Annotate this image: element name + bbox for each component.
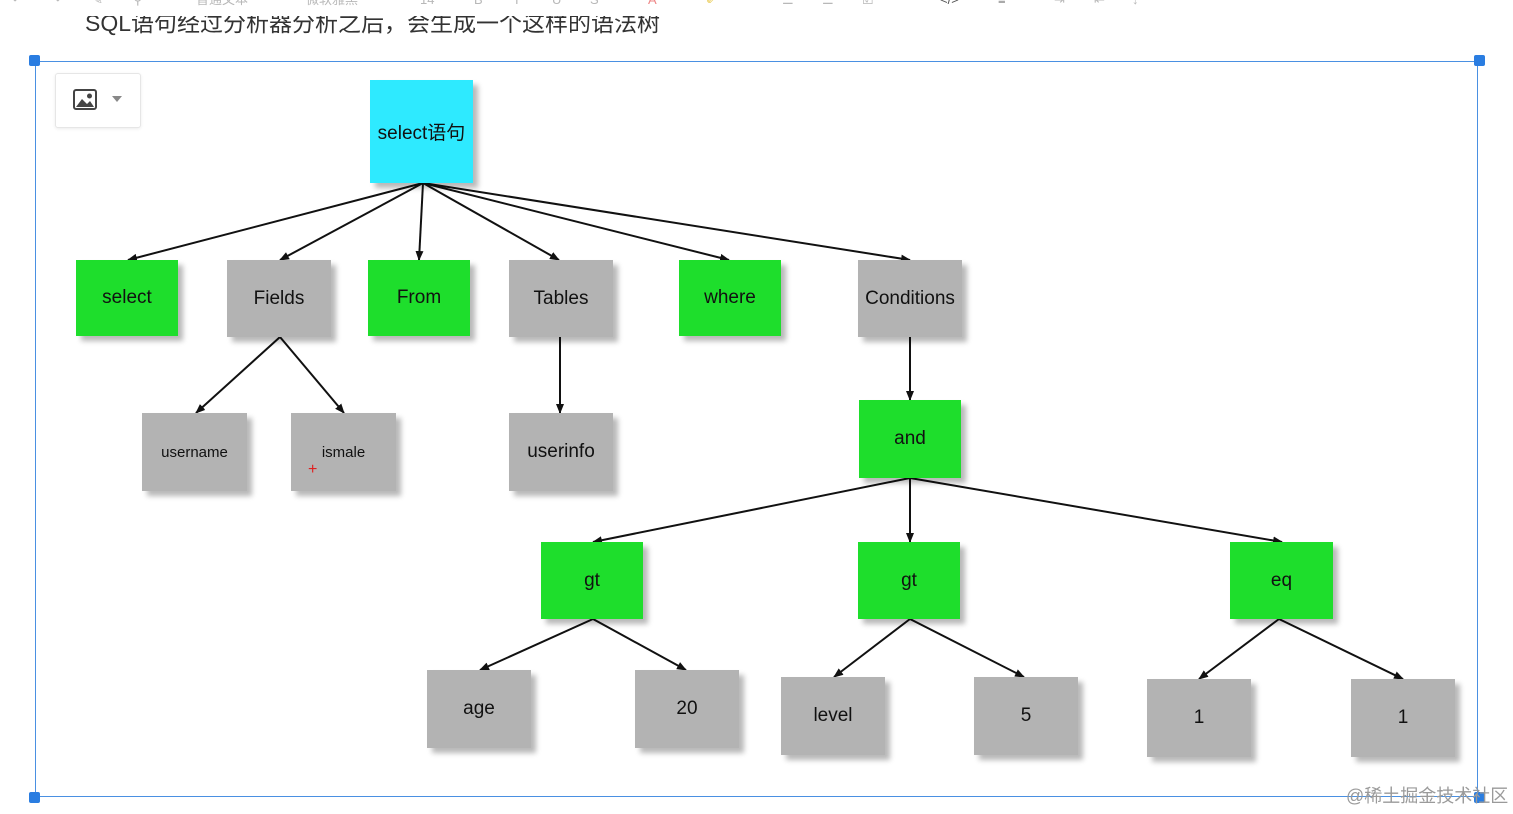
resize-handle-bottom-left[interactable] [29,792,40,803]
strikethrough-button[interactable]: S [590,0,599,8]
node-tables: Tables [509,260,613,337]
edge-root-conditions [422,182,911,263]
node-5: 5 [974,677,1078,755]
image-toolbar [55,73,141,128]
edge-root-fields [279,182,424,261]
node-ismale: ismale [291,413,396,491]
highlight-icon[interactable]: ✐ [706,0,717,8]
crosshair-cursor-mark: + [308,461,318,478]
edge-eq-1b [1278,618,1404,680]
bold-button[interactable]: B [474,0,483,8]
line-height-icon[interactable]: ↕ [1132,0,1139,8]
quote-icon[interactable]: ❝ [902,0,909,8]
node-and: and [859,400,961,478]
node-conditions: Conditions [858,260,962,337]
image-selection-frame[interactable] [35,61,1478,797]
bullet-list-icon[interactable]: ☰ [782,0,794,8]
node-username: username [142,413,247,491]
align-icon[interactable]: ≡ [998,0,1006,8]
redo-icon[interactable]: ↷ [50,0,61,8]
edge-gt1-age [479,618,594,671]
edge-gt2-5 [909,618,1025,678]
node-20: 20 [635,670,739,748]
outdent-icon[interactable]: ⇤ [1094,0,1105,8]
italic-button[interactable]: I [515,0,519,8]
node-gt-2: gt [858,542,960,619]
font-family-select[interactable]: 微软雅黑 [306,0,358,8]
numbered-list-icon[interactable]: ☰ [822,0,834,8]
node-userinfo: userinfo [509,413,613,491]
code-icon[interactable]: </> [940,0,959,8]
node-root: select语句 [370,80,473,183]
resize-handle-top-right[interactable] [1474,55,1485,66]
indent-icon[interactable]: ⇥ [1054,0,1065,8]
node-1-a: 1 [1147,679,1251,757]
checklist-icon[interactable]: ☑ [862,0,874,8]
underline-button[interactable]: U [552,0,561,8]
edge-gt1-20 [592,618,687,671]
font-color-button[interactable]: A [648,0,657,8]
format-painter-icon[interactable]: ⚲ [133,0,143,8]
edge-and-eq [909,477,1283,545]
node-from: From [368,260,470,336]
node-fields: Fields [227,260,331,337]
document-text-line: SQL语句经过分析器分析之后，会生成一个这样的语法树 [85,10,661,36]
node-where: where [679,260,781,336]
node-gt-1: gt [541,542,643,619]
clear-format-icon[interactable]: ✎ [92,0,103,8]
font-size-select[interactable]: 14 [420,0,434,8]
paragraph-style-select[interactable]: 普通文本 [196,0,248,8]
watermark: @稀土掘金技术社区 [1346,786,1509,806]
edge-root-from [415,182,424,261]
node-select: select [76,260,178,336]
undo-icon[interactable]: ↶ [12,0,23,8]
editor-toolbar: ↶ ↷ ✎ ⚲ 普通文本 微软雅黑 14 B I U S A ✐ ☰ ☰ ☑ ❝… [0,0,1513,14]
node-level: level [781,677,885,755]
edge-and-gt1 [592,477,911,545]
edge-root-tables [422,182,560,261]
edge-root-where [422,182,730,262]
edge-gt2-level [833,618,911,678]
node-eq: eq [1230,542,1333,619]
chevron-down-icon[interactable] [112,96,122,102]
resize-handle-top-left[interactable] [29,55,40,66]
resize-handle-bottom-right[interactable] [1474,792,1485,803]
edge-eq-1a [1198,618,1280,680]
node-age: age [427,670,531,748]
edge-fields-ismale [279,336,345,414]
image-icon[interactable] [73,89,99,111]
edge-root-select [127,182,424,262]
node-1-b: 1 [1351,679,1455,757]
edge-fields-username [195,336,281,414]
